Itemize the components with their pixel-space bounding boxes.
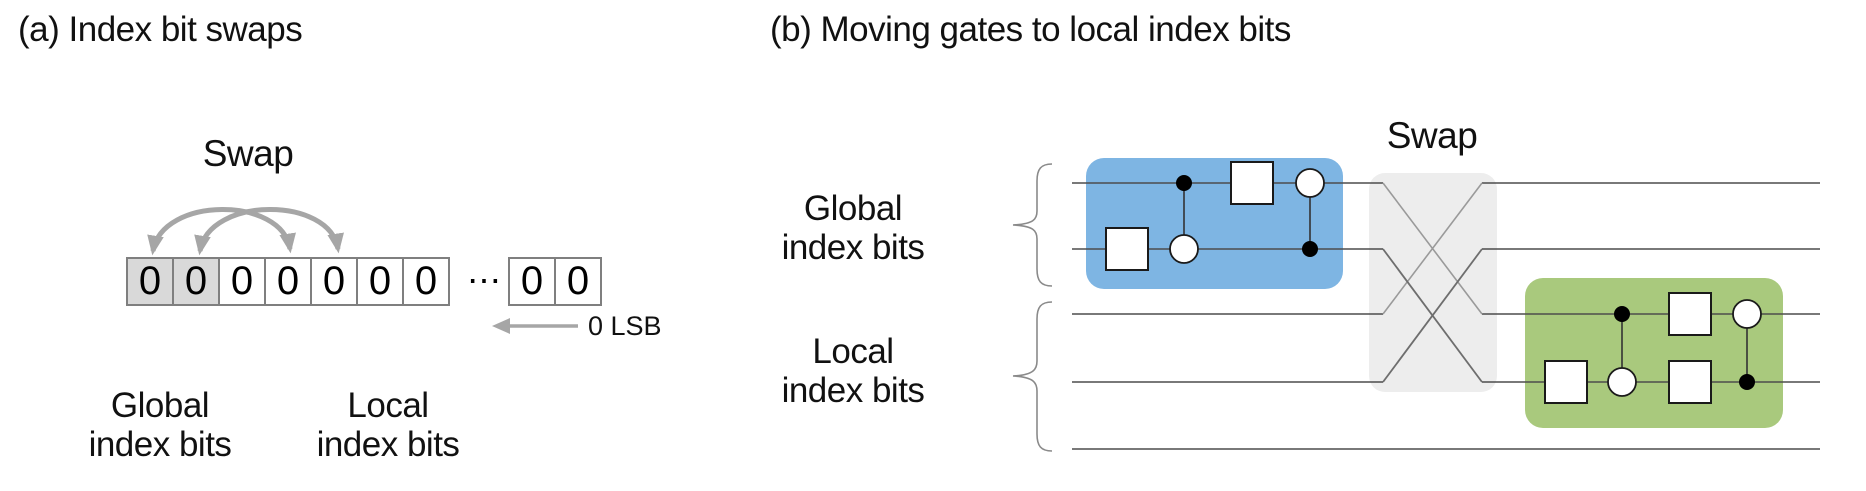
- control-dot-icon: [1739, 374, 1755, 390]
- swap-cross-wire3-to-wire1: [1382, 182, 1483, 315]
- swap-crossings: [1382, 182, 1483, 383]
- label-line: index bits: [781, 228, 925, 267]
- bit-cell: 0: [402, 257, 450, 306]
- panel-b-local-bits-label: Local index bits: [753, 332, 953, 410]
- panel-a-global-bits-label: Global index bits: [60, 386, 260, 464]
- open-circle-gate-icon: [1607, 367, 1637, 397]
- gate-square: [1230, 161, 1274, 205]
- green-block-gates: [1544, 292, 1762, 404]
- braces: [1012, 163, 1053, 452]
- label-line: Global: [110, 386, 210, 425]
- bit-cell: 0: [264, 257, 312, 306]
- control-dot-icon: [1176, 175, 1192, 191]
- gate-block-global-blue: [1086, 158, 1343, 289]
- swap-arc-cell1-cell4: [194, 207, 344, 256]
- gate-block-local-green: [1525, 278, 1783, 428]
- bit-cell: 0: [218, 257, 266, 306]
- blue-block-gates: [1105, 161, 1325, 271]
- panel-a-title: (a) Index bit swaps: [18, 10, 303, 49]
- bit-cell-global: 0: [172, 257, 220, 306]
- bit-cell-ellipsis: ⋯: [467, 262, 501, 300]
- panel-b-title: (b) Moving gates to local index bits: [770, 10, 1291, 49]
- swap-box: [1369, 173, 1497, 392]
- bit-cell: 0: [310, 257, 358, 306]
- bit-cell: 0: [508, 257, 556, 306]
- panel-a-swap-label: Swap: [202, 133, 294, 174]
- global-bits-brace-icon: [1012, 163, 1053, 287]
- swap-arc-cell0-cell3: [147, 207, 296, 256]
- bit-cell-row: 0 0 0 0 0 0 0: [126, 257, 450, 306]
- panel-b-swap-label: Swap: [1386, 115, 1478, 156]
- gate-square: [1544, 360, 1588, 404]
- open-circle-gate-icon: [1295, 168, 1325, 198]
- label-line: Local: [347, 386, 429, 425]
- label-line: index bits: [781, 371, 925, 410]
- bit-cell-global: 0: [126, 257, 174, 306]
- label-line: index bits: [88, 425, 232, 464]
- swap-cross-wire4-to-wire2: [1382, 248, 1483, 383]
- label-line: Local: [812, 332, 894, 371]
- local-bits-brace-icon: [1012, 301, 1053, 452]
- control-dot-icon: [1614, 306, 1630, 322]
- label-line: Global: [803, 189, 903, 228]
- bit-cell: 0: [554, 257, 602, 306]
- label-line: index bits: [316, 425, 460, 464]
- gate-square: [1668, 360, 1712, 404]
- gate-square: [1105, 227, 1149, 271]
- panel-b-global-bits-label: Global index bits: [753, 189, 953, 267]
- open-circle-gate-icon: [1169, 234, 1199, 264]
- lsb-arrow-icon: [492, 318, 578, 334]
- panel-a-local-bits-label: Local index bits: [288, 386, 488, 464]
- control-dot-icon: [1302, 241, 1318, 257]
- lsb-label: 0 LSB: [588, 311, 662, 341]
- swap-arcs: [147, 207, 344, 256]
- bit-cell: 0: [356, 257, 404, 306]
- gate-square: [1668, 292, 1712, 336]
- bit-cell-row-tail: 0 0: [508, 257, 602, 306]
- open-circle-gate-icon: [1732, 299, 1762, 329]
